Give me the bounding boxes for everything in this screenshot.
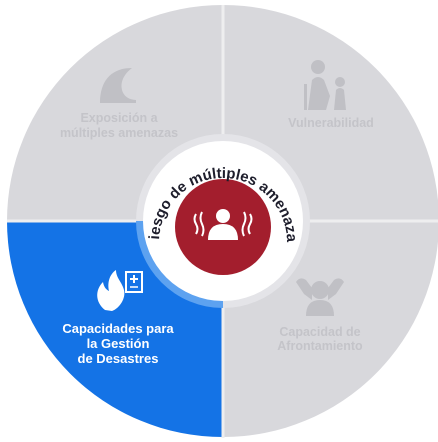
drm-label-line3: de Desastres xyxy=(78,351,159,366)
exposure-label-line2: múltiples amenazas xyxy=(60,126,178,140)
fire-and-document-icon xyxy=(97,270,143,311)
coping-label-line2: Afrontamiento xyxy=(277,339,363,353)
relaxed-person-icon xyxy=(296,278,344,316)
drm-label-line1: Capacidades para xyxy=(62,321,174,336)
elderly-and-child-icon xyxy=(304,60,346,110)
tsunami-wave-icon xyxy=(100,68,136,103)
coping-label-line1: Capacidad de xyxy=(279,325,360,339)
drm-label-line2: la Gestión xyxy=(87,336,150,351)
exposure-label-line1: Exposición a xyxy=(80,111,158,125)
person-under-stress-icon xyxy=(193,209,253,240)
vulnerability-label: Vulnerabilidad xyxy=(288,116,374,130)
